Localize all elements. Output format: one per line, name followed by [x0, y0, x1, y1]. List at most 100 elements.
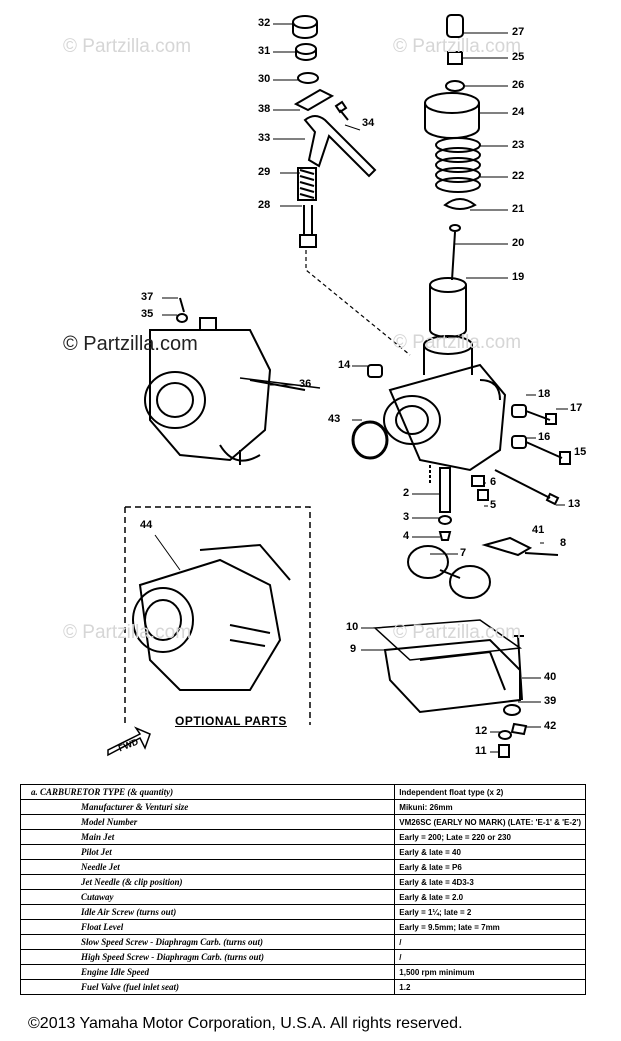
callout-39: 39 — [544, 695, 557, 707]
spec-row: High Speed Screw - Diaphragm Carb. (turn… — [19, 949, 586, 965]
part-18-17-air-screw — [511, 404, 557, 425]
part-23-throttle-spring — [435, 137, 481, 193]
watermark: © Partzilla.com — [393, 36, 522, 57]
callout-9: 9 — [350, 643, 357, 655]
watermark: © Partzilla.com — [63, 36, 192, 57]
callout-34: 34 — [362, 117, 375, 129]
spec-row: Idle Air Screw (turns out)Early = 1¼; la… — [19, 904, 586, 920]
callout-20: 20 — [512, 237, 525, 249]
callout-23: 23 — [512, 139, 525, 151]
part-44-optional-carburetor — [132, 543, 291, 691]
callout-40: 40 — [544, 671, 557, 683]
spec-value: Early & late = P6 — [394, 859, 586, 875]
part-36-rod — [239, 377, 321, 389]
part-30-washer — [297, 72, 319, 84]
callout-13: 13 — [568, 498, 581, 510]
part-2-needle-jet — [439, 467, 451, 513]
part-3-washer — [438, 515, 452, 525]
callout-36: 36 — [299, 378, 312, 390]
spec-value: Early & late = 4D3-3 — [394, 874, 586, 890]
spec-label: Main Jet — [19, 829, 396, 845]
part-31-nut — [295, 43, 317, 61]
spec-label: Jet Needle (& clip position) — [19, 874, 396, 890]
carburetor-body-main — [383, 335, 507, 472]
spec-value: Early = 9.5mm; late = 7mm — [394, 919, 586, 935]
part-8-pin — [524, 552, 559, 556]
spec-row: Jet Needle (& clip position)Early & late… — [19, 874, 586, 890]
callout-38: 38 — [258, 103, 271, 115]
part-12-gasket — [498, 730, 512, 740]
part-14-nut — [367, 364, 383, 378]
spec-value: / — [394, 934, 586, 950]
part-20-jet-needle — [451, 231, 456, 281]
spec-value: 1.2 — [394, 979, 586, 995]
spec-label: Idle Air Screw (turns out) — [19, 904, 396, 920]
part-26-washer — [445, 80, 465, 92]
callout-29: 29 — [258, 166, 271, 178]
spec-label: Float Level — [19, 919, 396, 935]
watermark: © Partzilla.com — [393, 332, 522, 353]
part-9-float-bowl — [383, 638, 521, 714]
part-40-drain — [514, 635, 524, 701]
part-27-cap — [446, 14, 464, 38]
part-5-screw — [477, 489, 489, 501]
callout-18: 18 — [538, 388, 551, 400]
callout-7: 7 — [460, 547, 467, 559]
spec-value: 1,500 rpm minimum — [394, 964, 586, 980]
part-33-lever — [303, 115, 377, 178]
callout-5: 5 — [490, 499, 497, 511]
part-4-main-jet — [438, 531, 452, 541]
callout-25: 25 — [512, 51, 525, 63]
part-37-screw — [179, 297, 185, 313]
spec-row: Fuel Valve (fuel inlet seat)1.2 — [19, 979, 586, 995]
callout-14: 14 — [338, 359, 351, 371]
callout-27: 27 — [512, 26, 525, 38]
part-7-float — [407, 545, 491, 599]
watermark-main: © Partzilla.com — [63, 333, 198, 355]
callout-3: 3 — [403, 511, 410, 523]
part-28-pilot-screw — [299, 205, 317, 248]
optional-parts-label: OPTIONAL PARTS — [175, 714, 287, 728]
spec-row: a. CARBURETOR TYPE (& quantity)Independe… — [19, 784, 586, 800]
part-16-15-throttle-screw — [511, 435, 571, 465]
watermark: © Partzilla.com — [63, 622, 192, 643]
callout-8: 8 — [560, 537, 567, 549]
spec-value: Early = 200; Late = 220 or 230 — [394, 829, 586, 845]
callout-31: 31 — [258, 45, 271, 57]
callout-21: 21 — [512, 203, 525, 215]
spec-label: Cutaway — [19, 889, 396, 905]
callout-35: 35 — [141, 308, 154, 320]
spec-label: Pilot Jet — [19, 844, 396, 860]
part-22-retainer — [443, 198, 477, 210]
part-34-screw — [334, 100, 349, 121]
spec-label: Fuel Valve (fuel inlet seat) — [19, 979, 396, 995]
callout-19: 19 — [512, 271, 525, 283]
callout-24: 24 — [512, 106, 525, 118]
part-35-washer — [176, 313, 188, 323]
callout-30: 30 — [258, 73, 271, 85]
callout-43: 43 — [328, 413, 341, 425]
callout-26: 26 — [512, 79, 525, 91]
callout-2: 2 — [403, 487, 410, 499]
part-43-o-ring — [351, 420, 389, 460]
part-21-clip — [449, 224, 461, 232]
callout-33: 33 — [258, 132, 271, 144]
part-19-throttle-valve — [429, 277, 467, 338]
spec-label: Slow Speed Screw - Diaphragm Carb. (turn… — [19, 934, 396, 950]
optional-parts-frame — [124, 506, 311, 725]
part-41-arm — [481, 536, 533, 557]
spec-label: High Speed Screw - Diaphragm Carb. (turn… — [19, 949, 396, 965]
spec-label: a. CARBURETOR TYPE (& quantity) — [19, 784, 396, 800]
part-13-adjuster — [494, 469, 560, 506]
spec-value: Early = 1¼; late = 2 — [394, 904, 586, 920]
spec-value: Early & late = 2.0 — [394, 889, 586, 905]
spec-label: Model Number — [19, 814, 396, 830]
fwd-arrow — [107, 726, 151, 757]
